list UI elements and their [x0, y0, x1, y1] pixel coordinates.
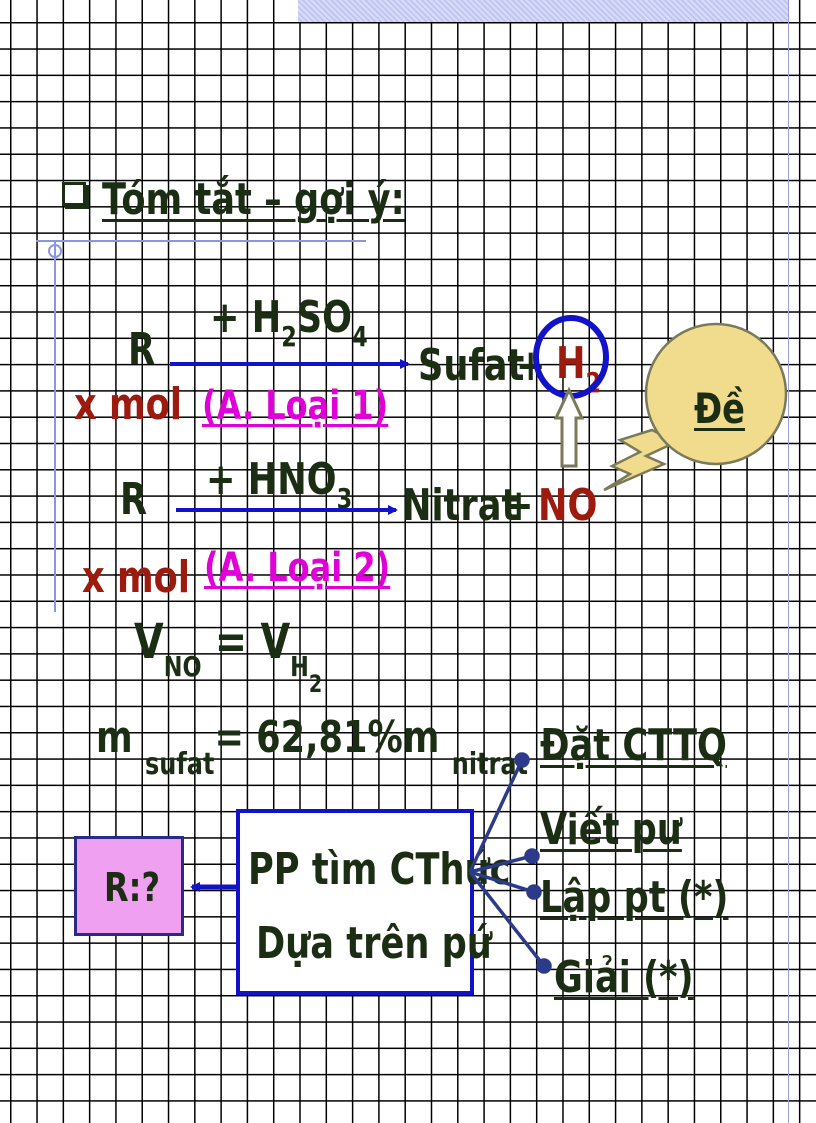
step-3-bullet: [526, 884, 542, 900]
reaction1-reagent: + H2SO4: [210, 292, 368, 353]
reaction2-product2: NO: [538, 480, 598, 531]
step-2: Viết pư: [540, 804, 682, 855]
method-line2: Dựa trên pứ: [256, 918, 492, 969]
step-4-bullet: [536, 958, 552, 974]
callout-bubble: [644, 322, 788, 466]
step-4: Giải (*): [554, 952, 694, 1003]
reaction1-product1: Sufat: [418, 340, 525, 391]
checkbox-icon: [62, 182, 86, 206]
callout-text: Đề: [694, 384, 745, 433]
reaction2-reagent: + HNO3: [206, 454, 353, 515]
reaction1-reactant: R: [128, 324, 156, 375]
reaction2-condition: (A. Loại 2): [204, 545, 391, 591]
step-1: Đặt CTTQ: [540, 720, 727, 771]
method-box: [236, 809, 474, 995]
method-line1: PP tìm CThức: [248, 844, 511, 895]
equation-mass: m sufat= 62,81%m nitrat: [96, 712, 529, 782]
equation-volume: VNO = VH2: [134, 614, 323, 698]
result-box: [74, 836, 184, 936]
reaction2-amount: x mol: [82, 552, 190, 603]
reaction2-plus: +: [504, 480, 534, 531]
left-accent-circle: [48, 244, 62, 258]
step-1-bullet: [514, 752, 530, 768]
result-label: R:?: [104, 865, 160, 911]
reaction2-reactant: R: [120, 474, 148, 525]
reaction1-amount: x mol: [74, 379, 182, 430]
header-strip: [298, 0, 788, 22]
callout-lightning-tail: [603, 428, 679, 492]
step-connectors: [468, 752, 552, 974]
step-2-bullet: [524, 848, 540, 864]
page-title: Tóm tắt – gợi ý:: [102, 174, 405, 225]
up-arrow-icon: [553, 386, 585, 468]
step-3: Lập pt (*): [540, 872, 729, 923]
reaction2-product1: Nitrat: [402, 480, 519, 531]
reaction1-product2: H2: [556, 338, 602, 399]
right-margin-line: [788, 0, 789, 1123]
h2-highlight-circle: [533, 315, 609, 399]
left-accent-hline: [36, 240, 366, 242]
left-accent-line: [54, 240, 56, 612]
reaction1-condition: (A. Loại 1): [202, 383, 389, 429]
